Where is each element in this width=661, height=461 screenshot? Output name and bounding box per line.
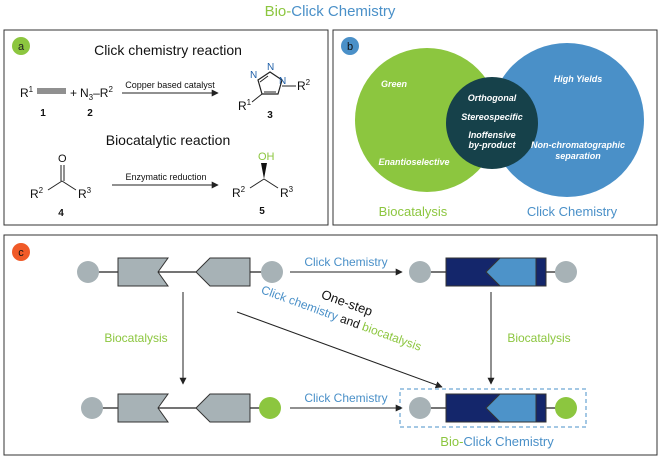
venn-byproduct-label: by-product: [469, 140, 517, 150]
svg-text:R2: R2: [297, 78, 311, 93]
compound-3-label: 3: [267, 110, 273, 121]
venn-orthogonal-label: Orthogonal: [468, 93, 517, 103]
title-bio: Bio-: [265, 3, 292, 20]
svg-text:N: N: [279, 76, 286, 87]
panel-b-badge-label: b: [347, 41, 353, 53]
svg-text:O: O: [58, 153, 67, 165]
alkyne-structure: R1: [20, 85, 66, 100]
click-reaction-title: Click chemistry reaction: [94, 42, 242, 58]
panel-b-badge: [341, 37, 359, 55]
ketone-structure: O R2 R3: [30, 153, 92, 201]
overlap-circle: [446, 77, 538, 169]
bioclick-caption: Bio-Click Chemistry: [440, 434, 554, 449]
svg-text:R1: R1: [238, 98, 252, 113]
panel-a-badge: [12, 37, 30, 55]
venn-enantioselective-label: Enantioselective: [378, 157, 449, 167]
triazole-structure: N N N R2 R1: [238, 62, 311, 113]
svg-text:N: N: [267, 62, 274, 73]
click-chemistry-circle: [490, 43, 644, 197]
catalyst-label: Copper based catalyst: [125, 80, 215, 90]
one-step-arrow: [236, 311, 443, 389]
figure-title: Bio-Click Chemistry: [265, 3, 396, 20]
venn-nonchrom-label: Non-chromatographic: [531, 140, 625, 150]
click-chemistry-caption: Click Chemistry: [527, 204, 618, 219]
svg-text:R2: R2: [232, 185, 246, 200]
compound-5-label: 5: [259, 206, 265, 217]
compound-1-label: 1: [40, 108, 46, 119]
venn-high-yields-label: High Yields: [554, 74, 603, 84]
compound-2-label: 2: [87, 108, 93, 119]
bottom-click-label: Click Chemistry: [304, 391, 387, 405]
start-substrates: [77, 257, 283, 287]
right-bio-label: Biocatalysis: [507, 331, 570, 345]
svg-text:R2: R2: [30, 186, 44, 201]
enzymatic-label: Enzymatic reduction: [125, 172, 206, 182]
biocatalysis-caption: Biocatalysis: [379, 204, 448, 219]
compound-4-label: 4: [58, 208, 64, 219]
click-product: [409, 257, 577, 287]
bioclick-product: [409, 393, 577, 423]
panel-c-badge-label: c: [18, 247, 24, 259]
plus-sign: +: [70, 86, 77, 100]
biocatalytic-reaction-title: Biocatalytic reaction: [106, 132, 231, 148]
azide-structure: N3–R2: [80, 85, 113, 102]
panel-a-frame: [3, 29, 329, 226]
alcohol-structure: OH R2 R3: [232, 151, 294, 200]
left-bio-label: Biocatalysis: [104, 331, 167, 345]
venn-separation-label: separation: [555, 151, 601, 161]
panel-a-badge-label: a: [18, 41, 25, 53]
panel-c-badge: [12, 243, 30, 261]
top-click-label: Click Chemistry: [304, 255, 387, 269]
bio-product: [81, 393, 281, 423]
venn-green-label: Green: [381, 79, 408, 89]
venn-inoffensive-label: Inoffensive: [468, 130, 515, 140]
title-click: Click Chemistry: [291, 3, 396, 20]
svg-text:R3: R3: [78, 186, 92, 201]
svg-text:R3: R3: [280, 185, 294, 200]
svg-text:OH: OH: [258, 151, 275, 163]
venn-stereospecific-label: Stereospecific: [461, 112, 523, 122]
svg-text:R1: R1: [20, 85, 34, 100]
svg-text:N: N: [250, 70, 257, 81]
